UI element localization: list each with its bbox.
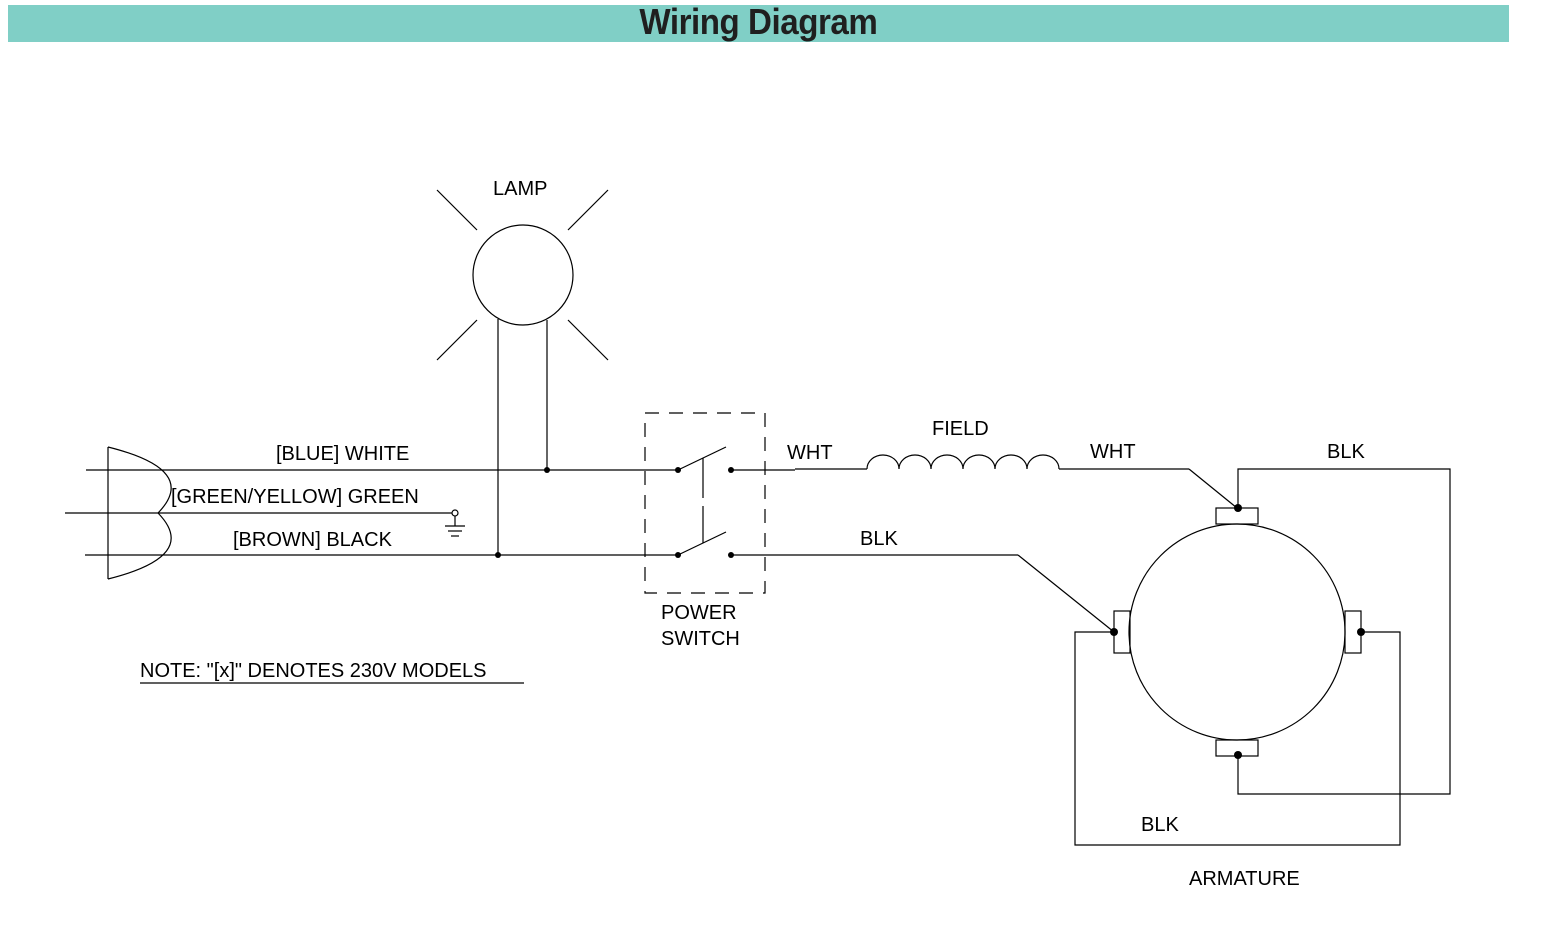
ground-icon bbox=[445, 509, 465, 537]
label-brown-black: [BROWN] BLACK bbox=[233, 529, 393, 551]
armature-motor bbox=[1074, 468, 1451, 846]
note-text: NOTE: "[x]" DENOTES 230V MODELS bbox=[140, 660, 487, 682]
label-lamp: LAMP bbox=[493, 178, 547, 200]
label-field: FIELD bbox=[932, 418, 989, 440]
label-power: POWER bbox=[661, 602, 737, 624]
label-blk-mid: BLK bbox=[860, 528, 898, 550]
lamp-icon bbox=[436, 189, 609, 558]
label-wht-left: WHT bbox=[787, 442, 833, 464]
page-title: Wiring Diagram bbox=[639, 1, 878, 42]
label-armature: ARMATURE bbox=[1189, 868, 1300, 890]
label-blue-white: [BLUE] WHITE bbox=[276, 443, 409, 465]
blk-wire-diagonal bbox=[1017, 554, 1115, 633]
field-coil-icon bbox=[795, 454, 1238, 509]
label-green-yellow-green: [GREEN/YELLOW] GREEN bbox=[171, 486, 419, 508]
label-blk-top: BLK bbox=[1327, 441, 1365, 463]
label-blk-bottom: BLK bbox=[1141, 814, 1179, 836]
label-switch: SWITCH bbox=[661, 628, 740, 650]
power-switch bbox=[644, 412, 1018, 594]
title-bar: Wiring Diagram bbox=[8, 1, 1509, 42]
label-wht-right: WHT bbox=[1090, 441, 1136, 463]
